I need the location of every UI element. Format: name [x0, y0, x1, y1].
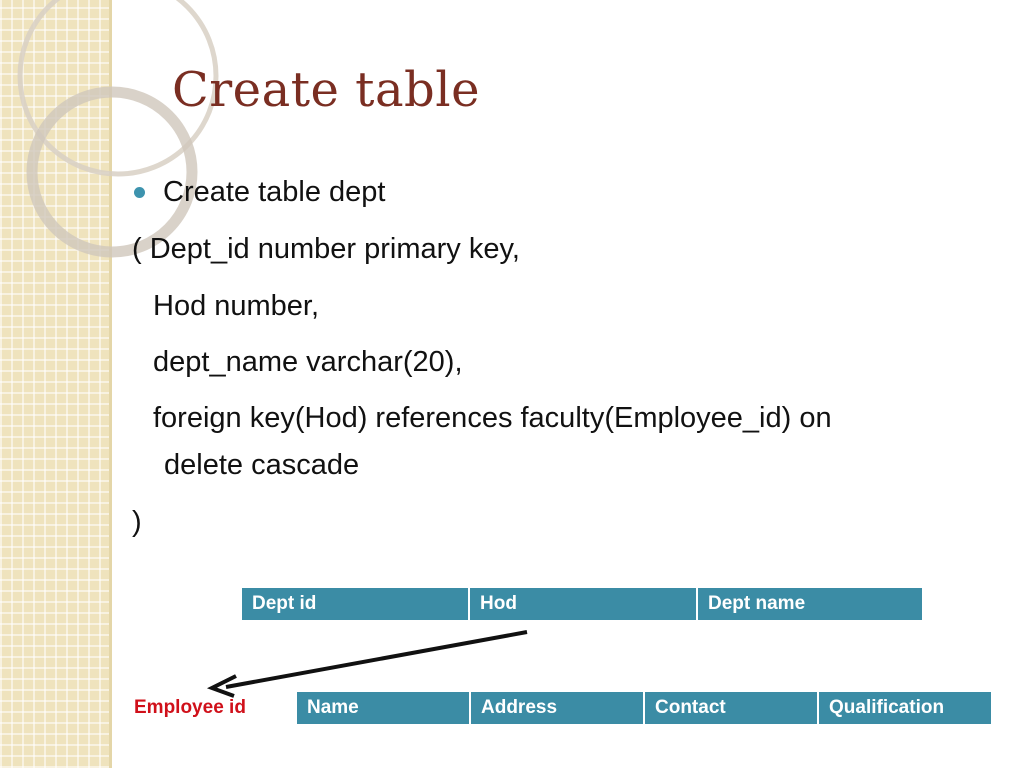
dept-table-col-hod: Hod — [468, 586, 698, 622]
employee-table: Employee id Name Address Contact Qualifi… — [122, 690, 993, 726]
bullet-text: Create table dept — [163, 176, 386, 208]
employee-table-col-address: Address — [469, 690, 645, 726]
employee-table-col-qualification: Qualification — [817, 690, 993, 726]
bullet-icon — [134, 187, 145, 198]
employee-table-col-name: Name — [295, 690, 471, 726]
code-line-3: dept_name varchar(20), — [153, 346, 463, 378]
code-line-6: ) — [132, 506, 142, 538]
decorative-circles — [17, 0, 219, 258]
dept-table-header-row: Dept id Hod Dept name — [240, 586, 924, 622]
dept-table-col-dept-name: Dept name — [696, 586, 924, 622]
slide-title: Create table — [172, 62, 481, 118]
employee-table-col-contact: Contact — [643, 690, 819, 726]
employee-table-header-row: Employee id Name Address Contact Qualifi… — [122, 690, 993, 726]
dept-table: Dept id Hod Dept name — [240, 586, 924, 622]
employee-table-col-employee-id: Employee id — [122, 690, 297, 726]
code-line-1: ( Dept_id number primary key, — [132, 233, 520, 265]
dept-table-col-dept-id: Dept id — [240, 586, 470, 622]
decorative-side-strip — [0, 0, 112, 768]
code-line-2: Hod number, — [153, 290, 320, 322]
code-line-5: delete cascade — [164, 449, 360, 481]
code-line-4: foreign key(Hod) references faculty(Empl… — [153, 402, 832, 434]
